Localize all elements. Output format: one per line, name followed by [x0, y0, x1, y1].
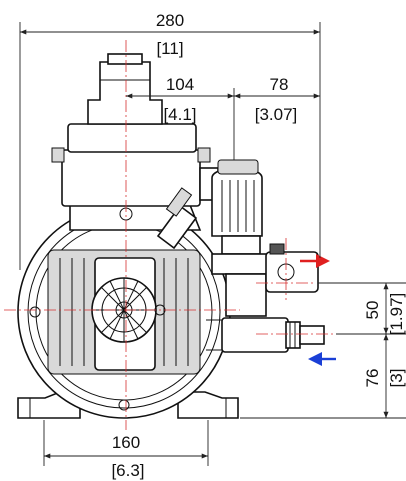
dimension-78-in: [3.07] — [255, 105, 298, 124]
dimension-76-in: [3] — [387, 369, 406, 388]
center-lines — [4, 40, 336, 430]
dimension-overall-width: 280 [11] — [19, 11, 321, 270]
dimension-160-in: [6.3] — [111, 461, 144, 480]
dimension-78: 78 [3.07] — [234, 75, 320, 124]
dimension-104-in: [4.1] — [163, 105, 196, 124]
pump-body — [17, 53, 325, 419]
dimension-104: 104 [4.1] — [126, 75, 235, 160]
dimension-104-mm: 104 — [166, 75, 194, 94]
dimension-50-mm: 50 — [363, 301, 382, 320]
dimension-76: 76 [3] — [240, 334, 406, 419]
inlet-arrow-icon — [308, 352, 336, 366]
dimension-280-mm: 280 — [156, 11, 184, 30]
dimension-160: 160 [6.3] — [43, 420, 209, 480]
flow-arrows — [300, 254, 336, 366]
dimension-160-mm: 160 — [112, 433, 140, 452]
dimension-78-mm: 78 — [270, 75, 289, 94]
outlet-arrow-icon — [300, 254, 330, 268]
dimension-280-in: [11] — [156, 39, 183, 58]
dimension-50: 50 [1.97] — [318, 282, 406, 336]
dimension-76-mm: 76 — [363, 369, 382, 388]
dimension-50-in: [1.97] — [387, 293, 406, 336]
